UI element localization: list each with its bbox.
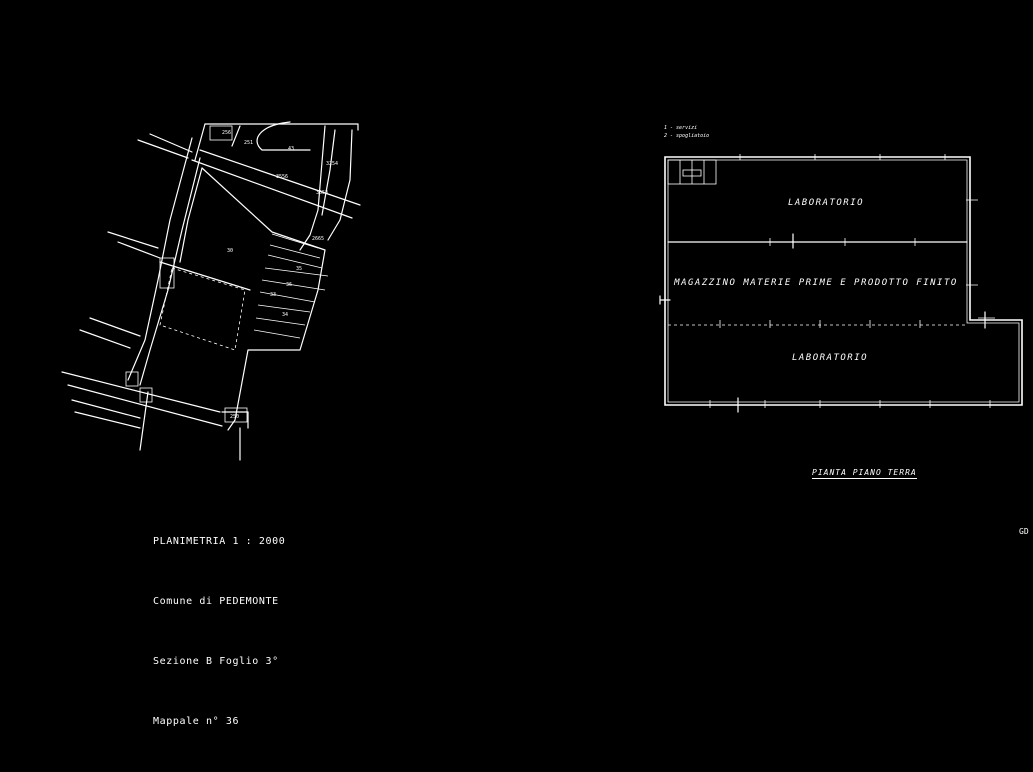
caption-line: Sezione B Foglio 3°	[153, 656, 279, 667]
parcel-labels: 256 251 43 3556 3653 3254 30 2665 36 34 …	[222, 130, 338, 420]
floor-plan-title: PIANTA PIANO TERRA	[812, 468, 917, 479]
room-label-top: LABORATORIO	[788, 198, 864, 208]
corner-mark: GD	[1019, 527, 1029, 536]
hatch-line	[269, 244, 321, 259]
road-border	[71, 399, 141, 419]
parcel-label: 36	[286, 282, 292, 288]
column-ticks	[739, 154, 946, 160]
parcel-label: 34	[282, 312, 288, 318]
parcel-label: 250	[230, 414, 239, 420]
column-ticks	[719, 320, 921, 328]
services-partitions	[679, 160, 705, 184]
central-parcel	[201, 167, 326, 431]
parcel-label: 256	[222, 130, 231, 136]
parcel-label: 2665	[312, 236, 324, 242]
parcel-boundary	[231, 125, 241, 147]
caption-line: PLANIMETRIA 1 : 2000	[153, 536, 286, 547]
building-outline	[664, 156, 1023, 406]
hatch-line	[271, 233, 319, 249]
parcel-label: 35	[296, 266, 302, 272]
road-border	[137, 139, 189, 159]
hatch-line	[264, 267, 329, 277]
west-road-edge	[139, 157, 201, 386]
parcel-boundary	[204, 123, 359, 131]
parcel-boundary	[299, 125, 326, 251]
caption-line: Comune di PEDEMONTE	[153, 596, 279, 607]
central-parcel	[179, 167, 203, 263]
parcel-box	[125, 371, 139, 387]
west-road-edge	[127, 137, 193, 381]
road-border	[74, 411, 141, 429]
parcel-box	[209, 125, 233, 141]
service-fixture	[682, 169, 702, 177]
hatch-line	[267, 254, 323, 269]
parcel-boundary	[221, 411, 249, 429]
site-plan-caption: PLANIMETRIA 1 : 2000 Comune di PEDEMONTE…	[153, 492, 285, 772]
room-label-middle: MAGAZZINO MATERIE PRIME E PRODOTTO FINIT…	[673, 278, 958, 288]
building-footprint	[159, 267, 246, 351]
hatch-line	[257, 304, 311, 313]
door-mark	[659, 295, 671, 305]
column-ticks	[769, 238, 916, 246]
parcel-label: 3254	[326, 161, 338, 167]
hatch-line	[259, 291, 316, 303]
parcel-curve	[256, 121, 311, 151]
parcel-boundary	[321, 129, 336, 216]
parcel-boundary	[194, 123, 206, 161]
floor-plan-legend: 1 - servizi 2 - spogliatoio	[664, 124, 709, 140]
parcel-box	[159, 257, 175, 289]
road-border	[107, 231, 159, 249]
parcel-label: 251	[244, 140, 253, 146]
road-border	[79, 329, 131, 349]
road-border	[61, 371, 221, 413]
parcel-label: 3556	[276, 174, 288, 180]
hatch-line	[255, 317, 306, 326]
hatch-line	[261, 279, 326, 291]
road-border	[199, 149, 361, 206]
parcel-box	[224, 407, 248, 423]
column-ticks	[709, 400, 991, 408]
parcel-boundary	[327, 129, 353, 241]
hatch-line	[253, 329, 301, 339]
legend-line: 1 - servizi	[664, 125, 698, 131]
road-border	[191, 159, 353, 219]
road-border	[149, 133, 193, 153]
parcel-box	[139, 387, 153, 403]
road-border	[139, 391, 149, 451]
parcel-label: 30	[227, 248, 233, 254]
site-plan-linework	[61, 121, 361, 461]
site-plan-drawing: 256 251 43 3556 3653 3254 30 2665 36 34 …	[61, 121, 1023, 461]
caption-line: Mappale n° 36	[153, 716, 240, 727]
parcel-label: 43	[288, 146, 294, 152]
drawing-sheet: 256 251 43 3556 3653 3254 30 2665 36 34 …	[61, 121, 1029, 727]
legend-line: 2 - spogliatoio	[664, 133, 710, 139]
building-inner-wall	[667, 159, 1020, 403]
road-border	[117, 241, 161, 259]
floor-plan-drawing	[659, 154, 1023, 413]
road-border	[159, 261, 251, 291]
road-border	[67, 384, 223, 427]
room-label-bottom: LABORATORIO	[792, 353, 868, 363]
parcel-label: 33	[270, 292, 276, 298]
road-border	[89, 317, 141, 337]
parcel-label: 3653	[316, 190, 328, 196]
wall-ticks	[966, 199, 995, 319]
